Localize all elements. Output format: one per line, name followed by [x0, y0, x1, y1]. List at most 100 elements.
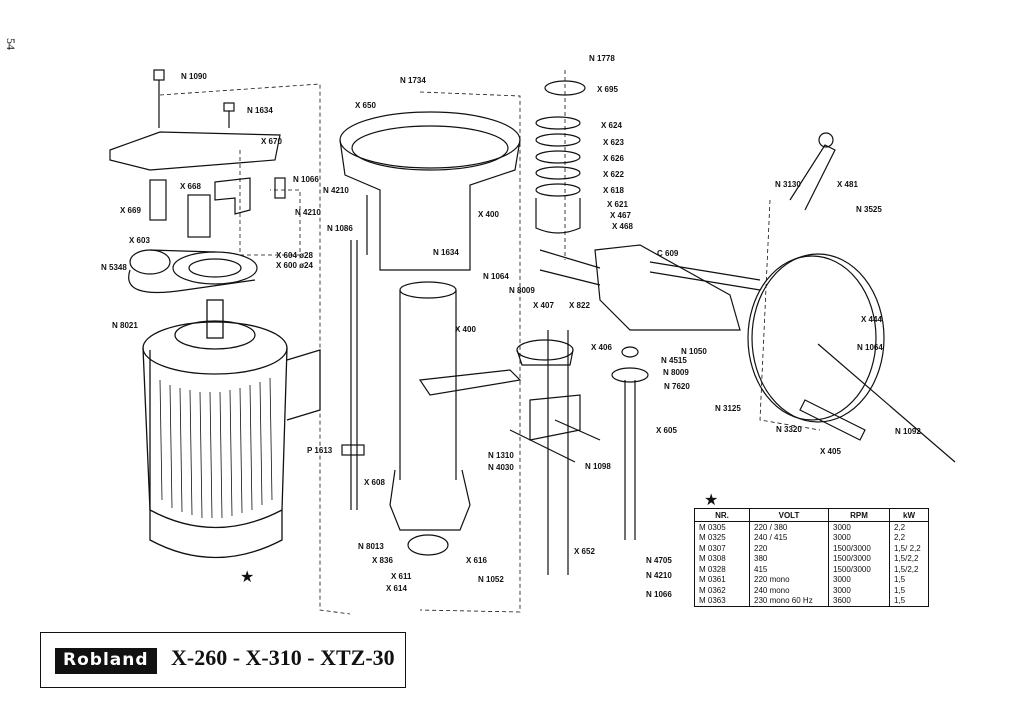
- part-label-n1050: N 1050: [681, 347, 707, 356]
- motor: [142, 299, 321, 559]
- part-label-n4030: N 4030: [488, 463, 514, 472]
- part-label-x407: X 407: [533, 301, 554, 310]
- part-label-n4515: N 4515: [661, 356, 687, 365]
- part-label-x406: X 406: [591, 343, 612, 352]
- handwheel: [747, 132, 956, 463]
- col-header-volt: VOLT: [749, 508, 829, 522]
- part-label-n1092: N 1092: [895, 427, 921, 436]
- cell-kw: 1,5/2,2: [889, 553, 929, 564]
- part-label-x618: X 618: [603, 186, 624, 195]
- part-label-x836: X 836: [372, 556, 393, 565]
- column-tube: [389, 281, 471, 556]
- cell-volt: 380: [749, 553, 829, 564]
- part-label-n1634b: N 1634: [433, 248, 459, 257]
- part-label-x600: X 600 ø24: [276, 261, 313, 270]
- cell-volt: 230 mono 60 Hz: [749, 595, 829, 607]
- cell-kw: 1,5/2,2: [889, 564, 929, 575]
- part-label-n3125: N 3125: [715, 404, 741, 413]
- part-label-x605: X 605: [656, 426, 677, 435]
- cell-nr: M 0362: [694, 585, 750, 596]
- cell-rpm: 3000: [828, 585, 890, 596]
- part-label-p1613: P 1613: [307, 446, 333, 455]
- part-label-x616: X 616: [466, 556, 487, 565]
- part-label-x669: X 669: [120, 206, 141, 215]
- part-label-x623: X 623: [603, 138, 624, 147]
- cell-rpm: 3600: [828, 595, 890, 607]
- cell-volt: 240 / 415: [749, 532, 829, 543]
- cell-volt: 220: [749, 543, 829, 554]
- spec-table-header-row: NR. VOLT RPM kW: [694, 508, 929, 522]
- part-label-x603: X 603: [129, 236, 150, 245]
- cell-kw: 1,5: [889, 585, 929, 596]
- cell-kw: 2,2: [889, 532, 929, 543]
- part-label-n3130: N 3130: [775, 180, 801, 189]
- part-label-n3320: N 3320: [776, 425, 802, 434]
- part-label-n1052: N 1052: [478, 575, 504, 584]
- table-bracket: [418, 369, 601, 463]
- part-label-n1086: N 1086: [327, 224, 353, 233]
- part-label-x604: X 604 ø28: [276, 251, 313, 260]
- part-label-x468: X 468: [612, 222, 633, 231]
- head-casting: [339, 111, 521, 271]
- cell-rpm: 3000: [828, 574, 890, 585]
- part-label-n8021: N 8021: [112, 321, 138, 330]
- part-label-n1066b: N 1066: [646, 590, 672, 599]
- part-label-n8009b: N 8009: [663, 368, 689, 377]
- part-label-n1778: N 1778: [589, 54, 615, 63]
- star-note-table: ★: [704, 492, 719, 509]
- part-label-x481: X 481: [837, 180, 858, 189]
- part-label-x611: X 611: [391, 572, 412, 581]
- part-label-x400a: X 400: [478, 210, 499, 219]
- bolts-upper-left: [153, 69, 235, 128]
- part-label-x652: X 652: [574, 547, 595, 556]
- part-label-x444: X 444: [861, 315, 882, 324]
- part-label-x405: X 405: [820, 447, 841, 456]
- part-label-x400b: X 400: [455, 325, 476, 334]
- part-label-x624: X 624: [601, 121, 622, 130]
- cell-nr: M 0308: [694, 553, 750, 564]
- brand-logo: Robland: [55, 648, 157, 674]
- part-label-x650: X 650: [355, 101, 376, 110]
- col-header-nr: NR.: [694, 508, 750, 522]
- cell-volt: 220 / 380: [749, 521, 829, 533]
- part-label-n1098: N 1098: [585, 462, 611, 471]
- part-label-x608: X 608: [364, 478, 385, 487]
- part-label-n1066a: N 1066: [293, 175, 319, 184]
- part-label-n5348: N 5348: [101, 263, 127, 272]
- part-label-x695: X 695: [597, 85, 618, 94]
- part-label-n8013: N 8013: [358, 542, 384, 551]
- cell-rpm: 1500/3000: [828, 543, 890, 554]
- part-label-x822: X 822: [569, 301, 590, 310]
- cell-nr: M 0307: [694, 543, 750, 554]
- part-label-n1090: N 1090: [181, 72, 207, 81]
- cell-rpm: 1500/3000: [828, 564, 890, 575]
- cell-kw: 1,5/ 2,2: [889, 543, 929, 554]
- part-label-n1310: N 1310: [488, 451, 514, 460]
- part-label-x670: X 670: [261, 137, 282, 146]
- cell-volt: 220 mono: [749, 574, 829, 585]
- cell-nr: M 0361: [694, 574, 750, 585]
- col-header-kw: kW: [889, 508, 929, 522]
- part-label-n7620: N 7620: [664, 382, 690, 391]
- quill-assembly: [516, 244, 761, 366]
- cell-nr: M 0305: [694, 521, 750, 533]
- cell-kw: 2,2: [889, 521, 929, 533]
- part-label-n8009a: N 8009: [509, 286, 535, 295]
- lead-screw: [611, 346, 649, 540]
- cell-rpm: 1500/3000: [828, 553, 890, 564]
- part-label-x614: X 614: [386, 584, 407, 593]
- part-label-n1064a: N 1064: [483, 272, 509, 281]
- part-label-n1064b: N 1064: [857, 343, 883, 352]
- model-title: X-260 - X-310 - XTZ-30: [171, 645, 395, 670]
- part-label-x668: X 668: [180, 182, 201, 191]
- part-label-x626: X 626: [603, 154, 624, 163]
- part-label-n1734: N 1734: [400, 76, 426, 85]
- motor-plate: [109, 131, 286, 238]
- cell-rpm: 3000: [828, 521, 890, 533]
- cell-rpm: 3000: [828, 532, 890, 543]
